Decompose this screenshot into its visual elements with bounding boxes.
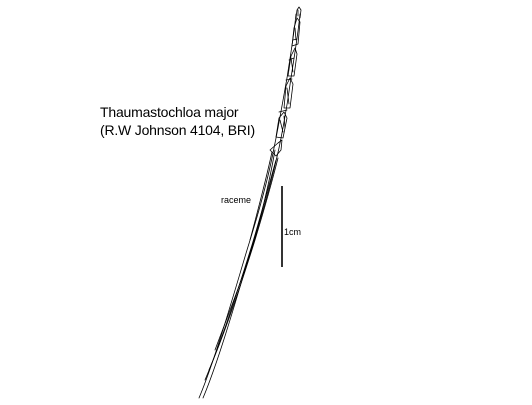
taxon-name: Thaumastochloa major (100, 104, 239, 120)
raceme-axis-inner-1 (204, 159, 277, 381)
spikelet-upper-1 (283, 77, 294, 109)
raceme-axis-right (202, 13, 301, 399)
spikelet-lower (269, 139, 283, 157)
raceme-label: raceme (221, 195, 252, 205)
specimen-caption: Thaumastochloa major (R.W Johnson 4104, … (100, 103, 255, 139)
spikelet-middle (275, 111, 288, 139)
raceme-axis-left (198, 13, 297, 399)
raceme-axis-inner-3 (214, 234, 257, 351)
specimen-reference: (R.W Johnson 4104, BRI) (100, 122, 255, 138)
raceme-tip (295, 6, 302, 19)
scale-label: 1cm (284, 227, 302, 237)
raceme-axis-inner-2 (208, 157, 279, 371)
spikelet-upper-3 (291, 17, 301, 47)
